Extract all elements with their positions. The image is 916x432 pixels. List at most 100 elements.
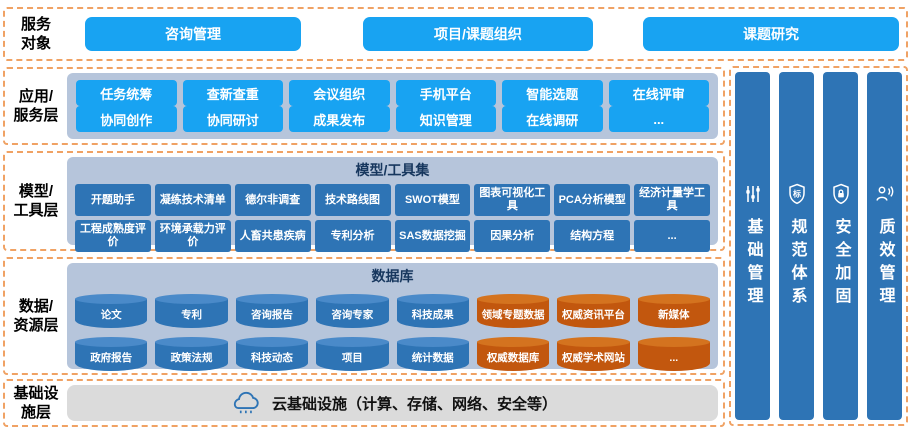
model-tool-chip: 因果分析 (474, 220, 551, 252)
cylinder-top (396, 294, 469, 304)
cylinder-top (637, 337, 710, 347)
database-title: 数据库 (371, 268, 414, 284)
database-cylinder: 权威资讯平台 (557, 294, 630, 328)
pillar-label: 基础管理 (744, 218, 762, 310)
cloud-infrastructure-bar: 云基础设施（计算、存储、网络、安全等） (67, 385, 718, 421)
layer-application: 应用/ 服务层 任务统筹 查新查重 会议组织 手机平台 智能选题 在线评审 协同… (3, 67, 725, 145)
pillar-label: 质效管理 (876, 218, 894, 310)
pillar-basic-management: 基础管理 (735, 72, 770, 420)
model-tool-chip: 结构方程 (554, 220, 631, 252)
cylinder-top (235, 294, 309, 304)
sliders-icon (741, 182, 765, 206)
model-tool-chip: 技术路线图 (314, 184, 391, 216)
model-tool-chip: 经济计量学工具 (634, 184, 710, 216)
database-cylinder-more: ... (637, 337, 710, 371)
cylinder-top (637, 294, 710, 304)
model-tool-chip: SAS数据挖掘 (394, 220, 471, 252)
database-row-1: 论文 专利 咨询报告 咨询专家 科技成果 领域专题数据 权威资讯平台 新媒体 (75, 294, 710, 328)
database-panel: 数据库 论文 专利 咨询报告 咨询专家 科技成果 领域专题数据 权威资讯平台 新… (67, 263, 718, 371)
app-chip: 查新查重 (182, 80, 283, 106)
model-tools-title: 模型/工具集 (355, 162, 430, 178)
pillar-label: 安全加固 (832, 218, 850, 310)
layer-service-objects: 服务 对象 咨询管理 项目/课题组织 课题研究 (3, 7, 908, 61)
cylinder-top (476, 294, 550, 304)
model-tool-chip: 人畜共患疾病 (234, 220, 311, 252)
layer-infrastructure: 基础设 施层 云基础设施（计算、存储、网络、安全等） (3, 379, 725, 427)
database-row-2: 政府报告 政策法规 科技动态 项目 统计数据 权威数据库 权威学术网站 ... (75, 337, 710, 371)
model-tool-chip: 专利分析 (314, 220, 391, 252)
layer-label-infrastructure: 基础设 施层 (13, 384, 59, 422)
shield-lock-icon (829, 182, 853, 206)
app-chip: 在线调研 (502, 106, 603, 132)
cylinder-top (557, 294, 630, 304)
model-row-1: 开题助手 凝练技术清单 德尔非调查 技术路线图 SWOT模型 图表可视化工具 P… (75, 184, 710, 216)
service-chip-project-organization: 项目/课题组织 (363, 17, 593, 51)
service-objects-row: 咨询管理 项目/课题组织 课题研究 (67, 9, 906, 59)
layer-label-data-resources: 数据/ 资源层 (13, 297, 59, 335)
app-chip: 成果发布 (289, 106, 390, 132)
cylinder-top (316, 337, 389, 347)
database-cylinder: 科技动态 (235, 337, 309, 371)
layer-label-model-tools: 模型/ 工具层 (13, 182, 59, 220)
app-chip: 智能选题 (502, 80, 603, 106)
app-chip: 知识管理 (395, 106, 496, 132)
database-cylinder: 统计数据 (396, 337, 469, 371)
model-tool-chip: PCA分析模型 (554, 184, 631, 216)
layer-model-tools: 模型/ 工具层 模型/工具集 开题助手 凝练技术清单 德尔非调查 技术路线图 S… (3, 151, 725, 252)
database-cylinder: 新媒体 (637, 294, 710, 328)
governance-pillars: 基础管理 标 规范体系 安全加固 (729, 66, 908, 426)
layer-data-resources: 数据/ 资源层 数据库 论文 专利 咨询报告 咨询专家 科技成果 领域专题数据 … (3, 257, 725, 375)
service-chip-topic-research: 课题研究 (643, 17, 899, 51)
cylinder-top (155, 337, 228, 347)
model-tool-chip: 德尔非调查 (234, 184, 311, 216)
service-chip-consult-management: 咨询管理 (85, 17, 301, 51)
pillar-security-hardening: 安全加固 (823, 72, 858, 420)
cylinder-top (557, 337, 630, 347)
application-panel: 任务统筹 查新查重 会议组织 手机平台 智能选题 在线评审 协同创作 协同研讨 … (67, 73, 718, 139)
application-row-1: 任务统筹 查新查重 会议组织 手机平台 智能选题 在线评审 (76, 80, 709, 106)
database-cylinder: 咨询专家 (316, 294, 389, 328)
model-row-2: 工程成熟度评价 环境承载力评价 人畜共患疾病 专利分析 SAS数据挖掘 因果分析… (75, 220, 710, 252)
database-cylinder: 权威数据库 (476, 337, 550, 371)
app-chip: 手机平台 (395, 80, 496, 106)
app-chip: 会议组织 (289, 80, 390, 106)
database-cylinder: 项目 (316, 337, 389, 371)
layer-label-application: 应用/ 服务层 (13, 87, 59, 125)
model-tool-chip: 开题助手 (75, 184, 151, 216)
cylinder-top (235, 337, 309, 347)
database-cylinder: 权威学术网站 (557, 337, 630, 371)
model-tools-panel: 模型/工具集 开题助手 凝练技术清单 德尔非调查 技术路线图 SWOT模型 图表… (67, 157, 718, 252)
layer-label-service-objects: 服务 对象 (20, 15, 51, 53)
database-label: 政府报告 (75, 342, 148, 371)
pillar-quality-efficiency: 质效管理 (867, 72, 902, 420)
database-cylinder: 领域专题数据 (476, 294, 550, 328)
cloud-icon (228, 390, 262, 416)
person-announce-icon (873, 182, 897, 206)
model-tool-chip: 环境承载力评价 (154, 220, 231, 252)
cylinder-top (476, 337, 550, 347)
model-tool-chip: 凝练技术清单 (154, 184, 231, 216)
application-row-2: 协同创作 协同研讨 成果发布 知识管理 在线调研 ... (76, 106, 709, 132)
shield-standard-icon: 标 (785, 182, 809, 206)
database-cylinder: 咨询报告 (235, 294, 309, 328)
model-tool-chip: SWOT模型 (394, 184, 471, 216)
database-cylinder: 科技成果 (396, 294, 469, 328)
cylinder-top (75, 294, 148, 304)
app-chip-more: ... (608, 106, 709, 132)
model-tool-chip-more: ... (634, 220, 710, 252)
database-cylinder: 政策法规 (155, 337, 228, 371)
cylinder-top (155, 294, 228, 304)
svg-text:标: 标 (792, 189, 801, 199)
database-cylinder: 专利 (155, 294, 228, 328)
app-chip: 在线评审 (608, 80, 709, 106)
cylinder-top (396, 337, 469, 347)
app-chip: 协同研讨 (182, 106, 283, 132)
database-cylinder: 论文 (75, 294, 148, 328)
cylinder-top (75, 337, 148, 347)
model-tool-chip: 图表可视化工具 (474, 184, 551, 216)
database-cylinder: 政府报告 (75, 337, 148, 371)
app-chip: 任务统筹 (76, 80, 177, 106)
cylinder-top (316, 294, 389, 304)
pillar-label: 规范体系 (788, 218, 806, 310)
